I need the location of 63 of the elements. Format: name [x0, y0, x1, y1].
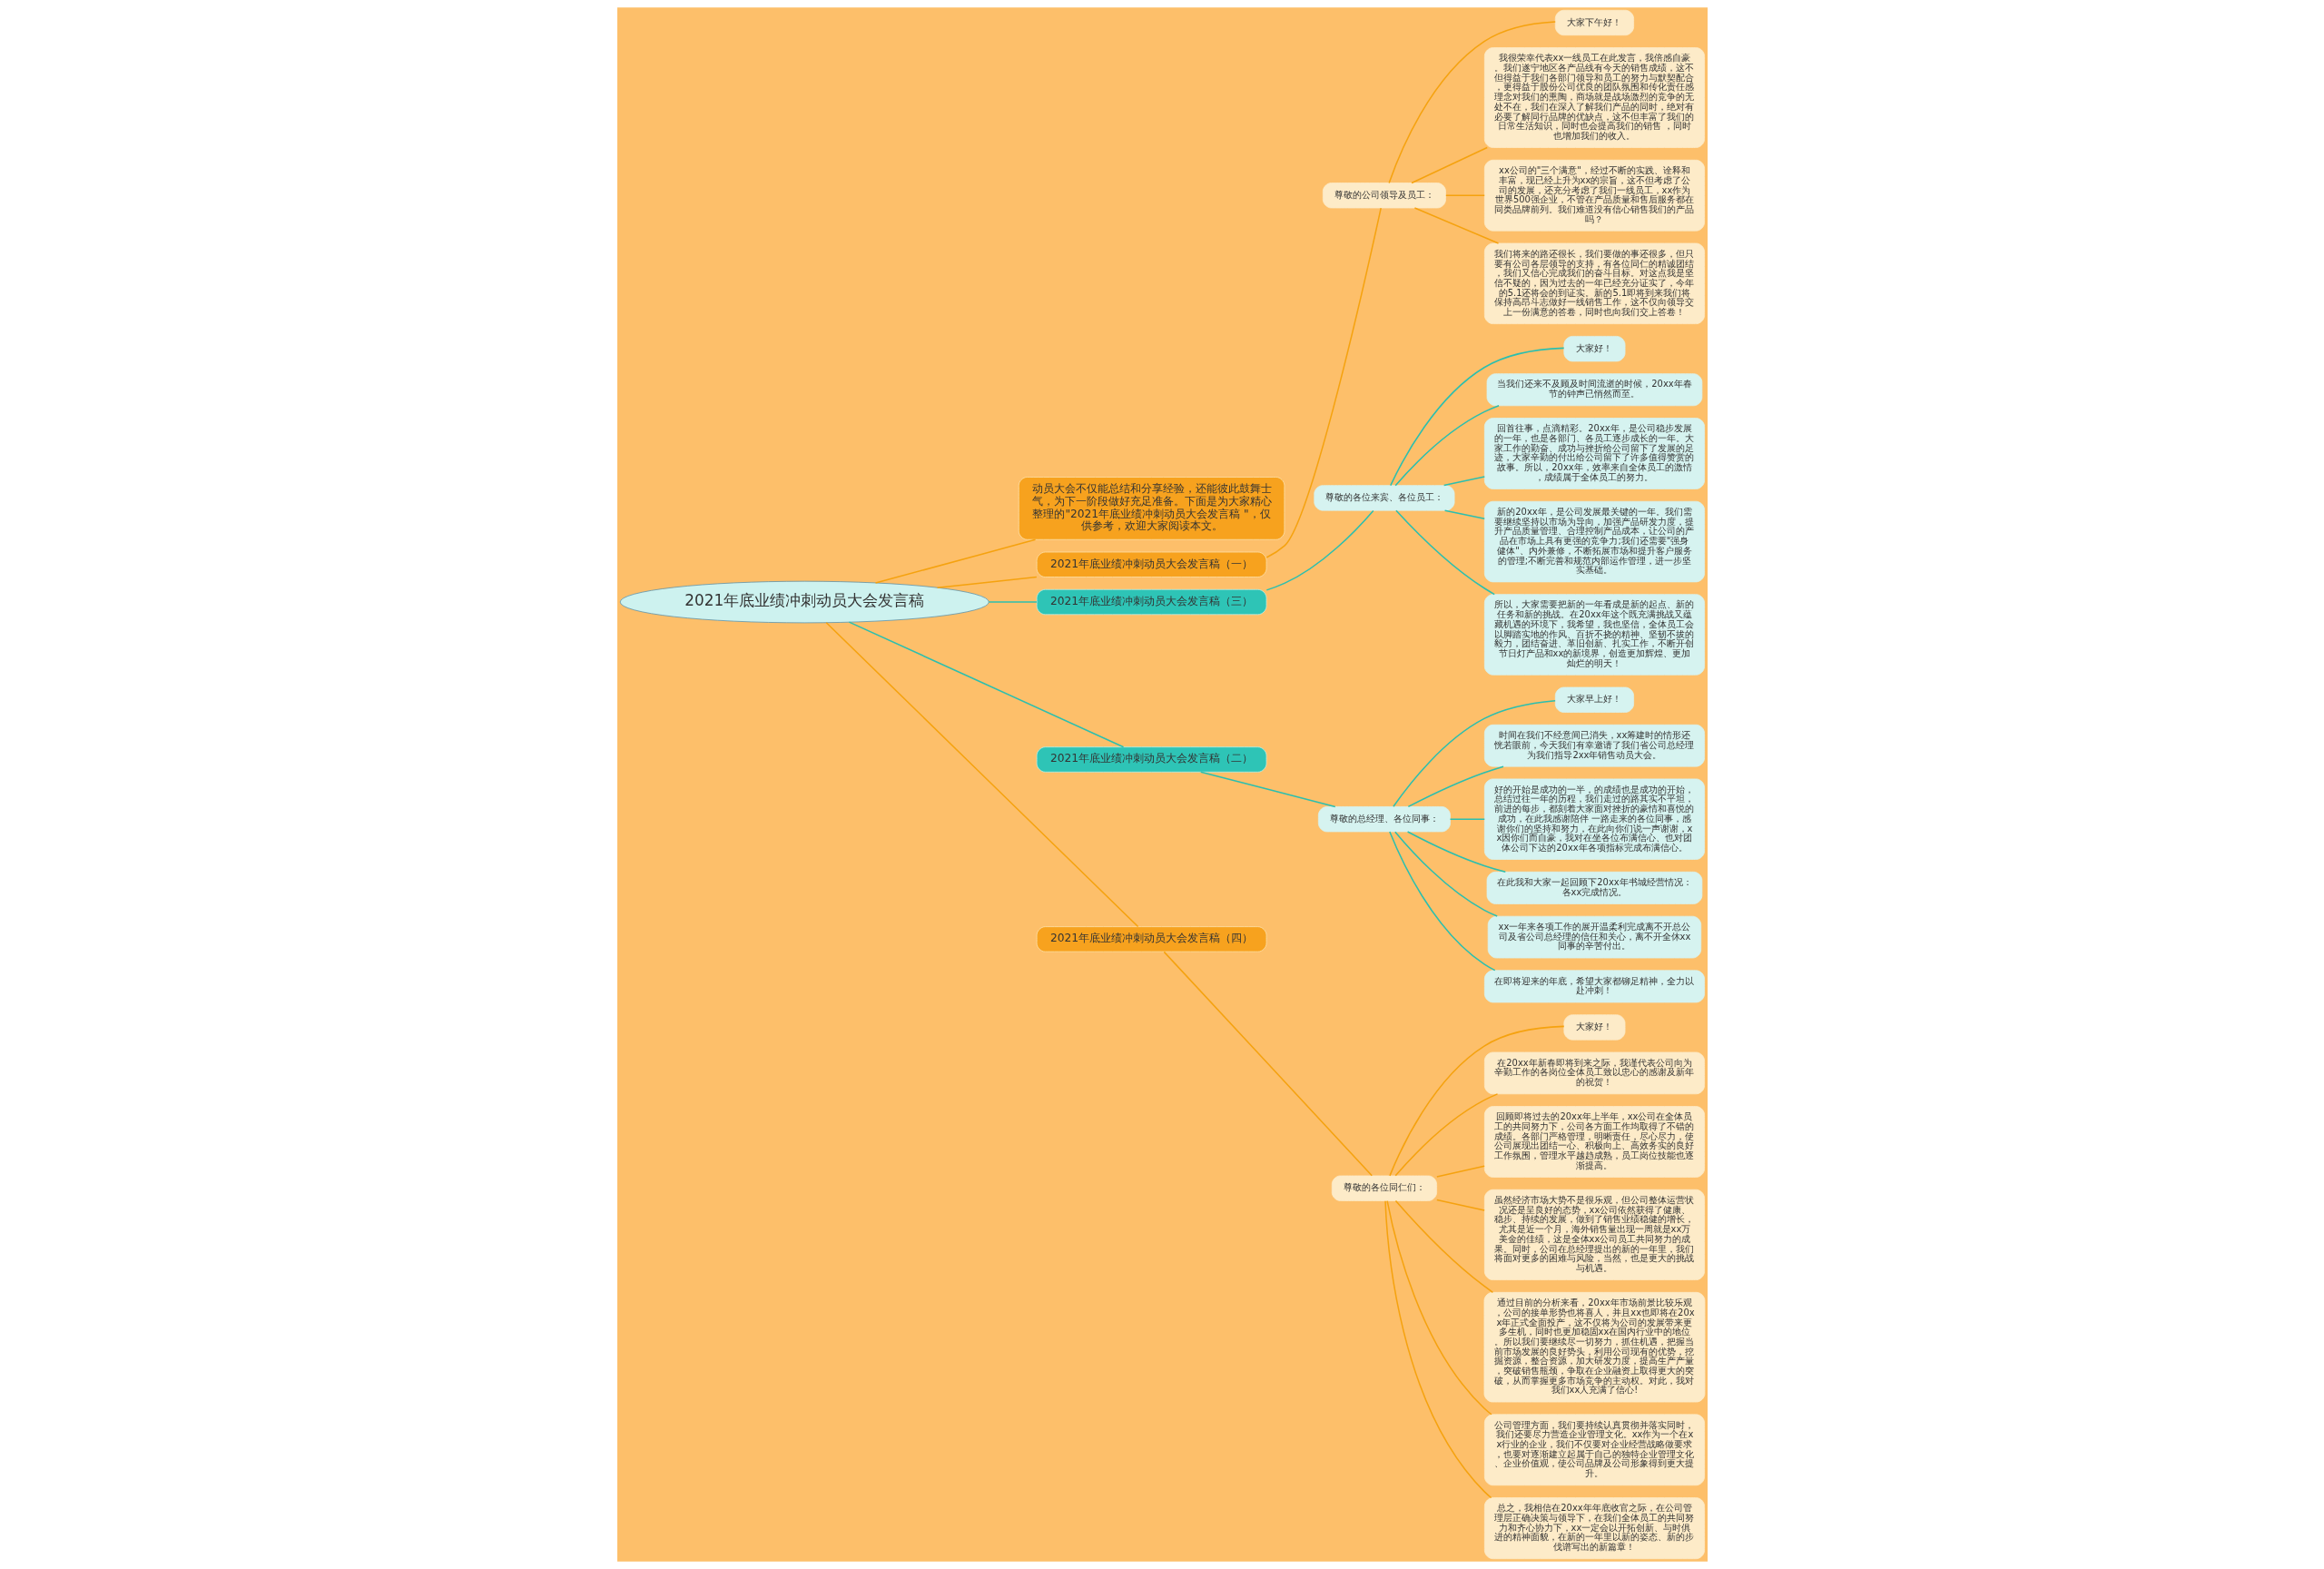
connector [1394, 509, 1495, 596]
node-box: 我们将来的路还很长，我们要做的事还很多，但只要有公司各层领导的支持，有各位同仁的精诚团结，我们又信心完成我们的奋斗目标。对这点我是坚信不疑的，因为过去的一年已经充分证实了，今年的5.1还将会的到证实。新的5.1即将到来我们将保持高昂斗志做好一线销售工作，这不仅向领导交上一份满意的答卷，同时也向我们交上答卷！ [1483, 242, 1705, 324]
node-box: 虽然经济市场大势不是很乐观，但公司整体运营状况还是呈良好的态势，xx公司依然获得了健康、稳步、持续的发展，做到了销售业绩稳健的增长，尤其是近一个月，海外销售量出现一周就是xx万美金的佳绩，这是全体xx公司员工共同努力的成果。同时，公司在总经理提出的新的一年里，我们将面对更多的困难与风险，当然，也是更大的挑战与机遇。 [1483, 1189, 1705, 1280]
connector [1407, 765, 1504, 808]
node-box: 回首往事，点滴精彩。20xx年，是公司稳步发展的一年，也是各部门、各员工逐步成长的一年。大家工作的勤奋、成功与挫折给公司留下了发展的足迹，大家辛勤的付出给公司留下了许多值得赞赏的故事。所以，20xx年，效率来自全体员工的激情，成绩属于全体员工的努力。 [1483, 418, 1705, 489]
connector [1449, 818, 1485, 820]
node-box: 尊敬的各位同仁们： [1331, 1175, 1437, 1201]
connector [1392, 699, 1556, 808]
connector [1394, 1199, 1493, 1294]
connector [1444, 194, 1485, 197]
node-box: 公司管理方面，我们要持续认真贯彻并落实同时，我们还要尽力营造企业管理文化。xx作为一个在xx行业的企业，我们不仅要对企业经营战略做要求，也要对逐渐建立起属于自己的独特企业管理文化、企业价值观，使公司品牌及公司形象得到更大提升。 [1483, 1414, 1705, 1486]
node-box: 大家好！ [1562, 1014, 1625, 1041]
connector [1413, 207, 1499, 244]
node-box: 我很荣幸代表xx一线员工在此发言，我倍感自豪。我们遂宁地区各产品线有今天的销售成绩，这不但得益于我们各部门领导和员工的努力与默契配合，更得益于股份公司优良的团队氛围和传化责任感理念对我们的熏陶，商场就是战场激烈的竞争的无处不在，我们在深入了解我们产品的同时，绝对有必要了解同行品牌的优缺点，这不但丰富了我们的日常生活知识，同时也会提高我们的销售 ，同时也增加我们的收入。 [1483, 47, 1705, 148]
connector [1394, 1093, 1498, 1177]
connector [1387, 21, 1556, 184]
node-box: 在即将迎来的年底，希望大家都铆足精神，全力以赴冲刺！ [1483, 970, 1705, 1003]
connector [1388, 1025, 1565, 1177]
connector [936, 576, 1038, 589]
node-box: 大家好！ [1562, 336, 1625, 362]
node-box: 新的20xx年，是公司发展最关键的一年。我们需要继续坚持以市场为导向，加强产品研发力度，提升产品质量管理、合理控制产品成本，让公司的产品在市场上具有更强的竞争力;我们还需要"强身健体"、内外兼修，不断拓展市场和提升客户服务的管理;不断完善和规范内部运作管理，进一步坚实基础。 [1483, 500, 1705, 583]
node-box: 时间在我们不经意间已消失，xx筹建时的情形还恍若眼前，今天我们有幸邀请了我们省公司总经理为我们指导2xx年销售动员大会。 [1483, 724, 1705, 767]
connector [1199, 771, 1336, 808]
node-box: 2021年底业绩冲刺动员大会发言稿（一） [1036, 551, 1266, 577]
node-box: 2021年底业绩冲刺动员大会发言稿（二） [1036, 746, 1266, 773]
connector [874, 538, 1036, 584]
node-box: 2021年底业绩冲刺动员大会发言稿（四） [1036, 926, 1266, 952]
connector [1388, 831, 1495, 972]
node-box: 在此我和大家一起回顾下20xx年书城经营情况：各xx完成情况。 [1486, 871, 1702, 904]
node-box: 通过目前的分析来看，20xx年市场前景比较乐观，公司的接单形势也将喜人，并且xx也即将在20xx年正式全面投产，这不仅将为公司的发展带来更多生机，同时也更加稳固xx在国内行业中的地位。所以我们要继续尽一切努力，抓住机遇，把握当前市场发展的良好势头，利用公司现有的优势，挖掘资源，整合资源，加大研发力度，提高生产产量，突破销售瓶颈，争取在企业融资上取得更大的突破，从而掌握更多市场竞争的主动权。对此，我对我们xx人充满了信心! [1483, 1291, 1705, 1403]
connector [988, 601, 1038, 603]
node-box: 尊敬的总经理、各位同事： [1317, 806, 1451, 833]
connector [1406, 831, 1506, 873]
connector [1410, 146, 1488, 184]
node-box: 动员大会不仅能总结和分享经验，还能彼此鼓舞士气，为下一阶段做好充足准备。下面是为大家精心整理的"2021年底业绩冲刺动员大会发言稿 "，仅供参考，欢迎大家阅读本文。 [1018, 477, 1285, 540]
node-box: 大家下午好！ [1554, 9, 1634, 36]
node-box: 尊敬的公司领导及员工： [1322, 183, 1446, 209]
node-box: 大家早上好！ [1554, 686, 1634, 713]
node-box: xx公司的"三个满意"，经过不断的实践、诠释和丰富，现已经上升为xx的宗旨，这不但考虑了公司的发展，还充分考虑了我们一线员工，xx作为世界500强企业，不管在产品质量和售后服务都在同类品牌前列。我们难道没有信心销售我们的产品吗？ [1483, 159, 1705, 232]
connector [1443, 476, 1485, 487]
node-box: 所以，大家需要把新的一年看成是新的起点、新的任务和新的挑战。在20xx年这个既充满挑战又蕴藏机遇的环境下，我希望，我也坚信，全体员工会以脚踏实地的作风、百折不挠的精神、坚韧不拔的毅力，团结奋进、革旧创新、扎实工作，不断开创节日灯产品和xx的新境界，创造更加辉煌、更加灿烂的明天！ [1483, 594, 1705, 676]
connector [824, 621, 1138, 928]
connector [1443, 509, 1485, 520]
connector [1393, 405, 1500, 487]
connector [1393, 831, 1498, 917]
connector [1265, 509, 1374, 591]
node-box: 总之，我相信在20xx年年底收官之际，在公司管理层正确决策与领导下，在我们全体员工的共同努力和齐心协力下，xx一定会以开拓创新、与时俱进的精神面貌，在新的一年里以新的姿态、新的步伐谱写出的新篇章！ [1483, 1497, 1705, 1560]
connector [1435, 1165, 1485, 1178]
connector [848, 621, 1124, 748]
connector [1384, 1199, 1492, 1499]
connector [1163, 951, 1373, 1177]
connector [1389, 347, 1564, 487]
connector [1385, 1199, 1492, 1416]
node-box: 回顾即将过去的20xx年上半年，xx公司在全体员工的共同努力下，公司各方面工作均取得了不错的成绩。各部门严格管理，明晰责任，尽心尽力，使公司展现出团结一心、积极向上、高效务实的良好工作氛围，管理水平越趋成熟，员工岗位技能也逐渐提高。 [1483, 1106, 1705, 1178]
node-ellipse: 2021年底业绩冲刺动员大会发言稿 [619, 580, 990, 624]
node-box: xx一年来各项工作的展开温柔利完成离不开总公司及省公司总经理的信任和关心，离不开全休xx同事的辛苦付出。 [1487, 915, 1701, 959]
node-box: 在20xx年新春即将到来之际，我谨代表公司向为辛勤工作的各岗位全体员工致以忠心的感谢及新年的祝贺！ [1483, 1051, 1705, 1095]
connector [1265, 207, 1382, 558]
connector [1435, 1199, 1485, 1211]
node-box: 当我们还来不及顾及时间流逝的时候，20xx年春节的钟声已悄然而至。 [1486, 373, 1702, 407]
node-box: 好的开始是成功的一半，的成绩也是成功的开始，总结过往一年的历程，我们走过的路其实不平坦，前进的每步，都刻着大家面对挫折的豪情和喜悦的成功，在此我感谢陪伴 一路走来的各位同事，感谢你们的坚持和努力，在此向你们说一声谢谢，xx因你们而自豪，我对在坐各位布满信心、也对团体公司下达的20xx年各项指标完成布满信心。 [1483, 778, 1705, 860]
node-box: 尊敬的各位来宾、各位员工： [1313, 485, 1454, 511]
node-box: 2021年底业绩冲刺动员大会发言稿（三） [1036, 588, 1266, 616]
